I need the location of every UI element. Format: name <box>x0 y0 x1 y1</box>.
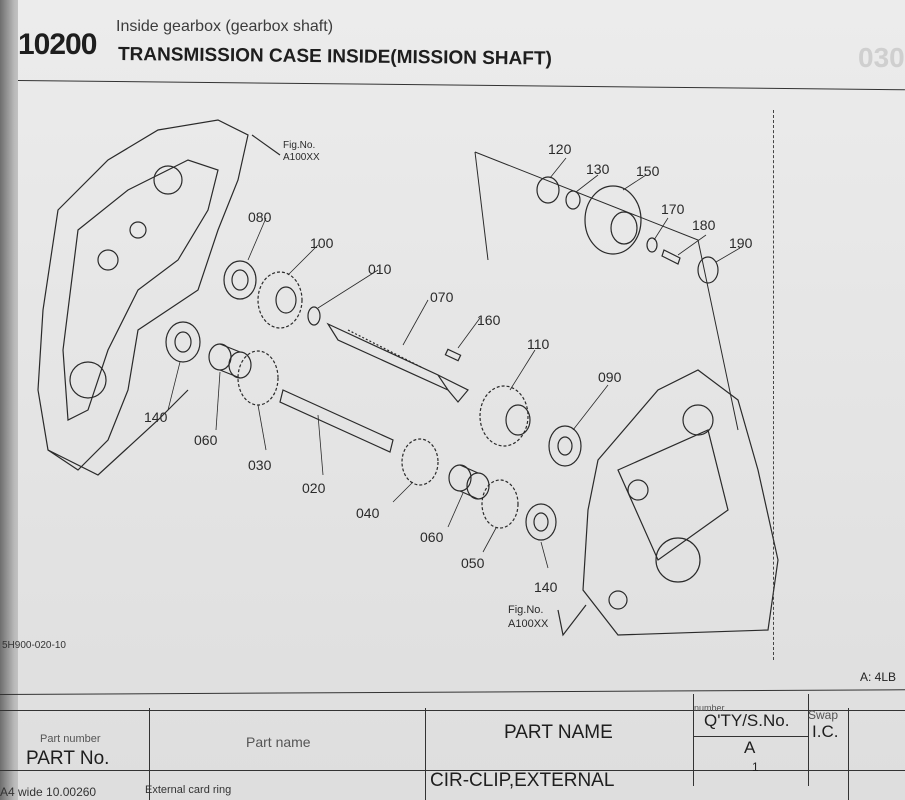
callout-070: 070 <box>430 289 454 305</box>
table-row-rule <box>0 770 905 771</box>
callout-120: 120 <box>548 141 572 157</box>
part-130-ring <box>565 190 581 210</box>
callout-140b: 140 <box>534 579 558 595</box>
col-part-no-translation: Part number <box>40 733 101 745</box>
callout-010: 010 <box>368 261 392 277</box>
col-divider-5 <box>848 708 849 800</box>
callout-020: 020 <box>302 480 326 496</box>
col-divider-2 <box>425 708 426 800</box>
part-060-collar-mid <box>448 464 490 500</box>
callout-060b: 060 <box>420 529 444 545</box>
col-qty-header: Q'TY/S.No. <box>704 711 790 730</box>
row-part-name: CIR-CLIP,EXTERNAL <box>430 770 615 791</box>
part-010-circlip <box>307 306 321 326</box>
dashed-divider <box>773 110 774 660</box>
fig-ref-top: Fig.No. A100XX <box>283 140 320 163</box>
page-title: TRANSMISSION CASE INSIDE(MISSION SHAFT) <box>117 44 552 70</box>
row-qty: 1 <box>752 760 759 774</box>
part-110-gear <box>479 385 531 447</box>
part-160-key <box>444 348 462 362</box>
col-divider-4 <box>808 694 809 786</box>
callout-160: 160 <box>477 312 501 328</box>
qty-sub-rule <box>693 736 808 737</box>
part-170-washer <box>646 237 658 253</box>
col-ic-translation: Swap <box>808 708 839 722</box>
part-050-gear <box>481 479 519 529</box>
header-rule <box>17 80 905 91</box>
part-070-shaft <box>326 322 469 403</box>
callout-140a: 140 <box>144 409 168 425</box>
part-080-bearing <box>223 260 257 300</box>
col-divider-3 <box>693 694 694 786</box>
callout-030: 030 <box>248 457 272 473</box>
part-150-coupling <box>584 185 642 255</box>
col-part-no-header: PART No. <box>26 748 110 769</box>
section-code: 10200 <box>18 28 97 61</box>
right-housing <box>582 369 779 636</box>
figure-code: 5H900-020-10 <box>2 640 66 651</box>
callout-180: 180 <box>692 217 716 233</box>
callout-050: 050 <box>461 555 485 571</box>
part-120-seal <box>536 176 560 204</box>
part-100-gear <box>257 271 303 329</box>
footer-note-left: A4 wide 10.00260 <box>0 785 97 799</box>
table-header-rule <box>0 710 905 711</box>
col-qty-sub: A <box>744 738 756 757</box>
col-part-name-header: PART NAME <box>504 722 613 743</box>
callout-040: 040 <box>356 505 380 521</box>
col-divider-1 <box>149 708 150 800</box>
col-ic-header: I.C. <box>812 722 839 741</box>
fig-ref-bottom: Fig.No. A100XX <box>508 604 549 630</box>
callout-080: 080 <box>248 209 272 225</box>
part-020-shaft <box>279 389 394 453</box>
part-190-cap <box>697 256 719 284</box>
part-030-gear <box>237 350 279 406</box>
table-top-rule <box>0 689 905 695</box>
callout-090: 090 <box>598 369 622 385</box>
callout-100: 100 <box>310 235 334 251</box>
callout-060a: 060 <box>194 432 218 448</box>
part-090-bearing <box>548 425 582 467</box>
footer-note-name: External card ring <box>145 784 232 796</box>
callout-170: 170 <box>661 201 685 217</box>
bleedthrough-text: 030 <box>858 42 905 73</box>
part-180-bolt <box>661 249 681 265</box>
part-140-bearing-right <box>525 503 557 541</box>
col-qty-translation: number <box>694 703 725 713</box>
part-140-bearing-left <box>165 321 201 363</box>
callout-110: 110 <box>527 336 550 352</box>
callout-150: 150 <box>636 163 660 179</box>
left-housing <box>37 119 249 471</box>
model-tag: A: 4LB <box>860 670 897 684</box>
col-part-name-translation: Part name <box>246 734 311 750</box>
callout-190: 190 <box>729 235 753 251</box>
title-translation-overlay: Inside gearbox (gearbox shaft) <box>116 18 334 35</box>
exploded-parts-diagram: 080 100 010 070 160 110 090 140 060 030 … <box>37 119 779 637</box>
part-060-collar-left <box>208 343 252 379</box>
part-040-gear <box>401 438 439 486</box>
callout-130: 130 <box>586 161 610 177</box>
left-housing-inner <box>62 159 219 421</box>
